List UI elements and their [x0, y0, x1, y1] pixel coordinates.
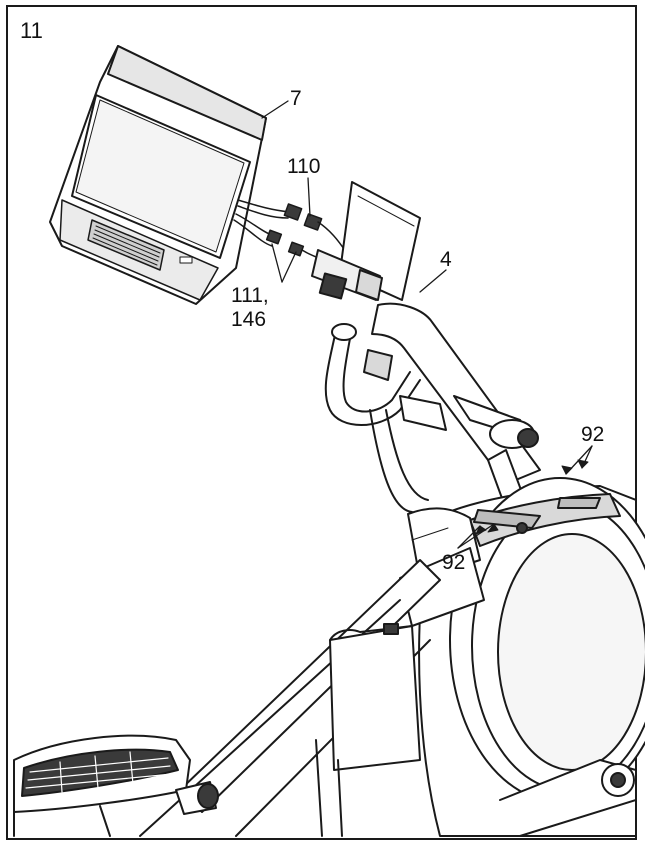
callout-wire-111: 111, [231, 284, 269, 307]
upright-and-handlebar [324, 302, 541, 513]
callout-wire-146: 146 [231, 308, 267, 331]
console-wires [233, 199, 347, 267]
arrow-92-c [475, 525, 487, 535]
pedal [13, 734, 219, 837]
flywheel-shroud [399, 477, 645, 837]
frame-rails [139, 559, 637, 837]
leader-146 [271, 243, 283, 283]
leader-111 [281, 251, 297, 283]
step-number: 11 [20, 18, 43, 43]
arrow-92-d [487, 523, 499, 533]
callout-screw-92-top: 92 [581, 423, 605, 446]
callout-console: 7 [290, 87, 302, 110]
leader-lines [261, 100, 593, 549]
leader-92-c [457, 525, 481, 549]
leader-7 [261, 100, 289, 119]
arrow-92-b [577, 459, 589, 469]
console-unit [49, 45, 267, 305]
leader-110 [307, 177, 311, 217]
console-bracket [311, 181, 421, 301]
console-grille [92, 225, 161, 266]
leader-4 [419, 269, 447, 293]
callout-upright: 4 [440, 248, 452, 271]
arrow-92-a [561, 465, 573, 475]
callout-wire-110: 110 [287, 155, 321, 178]
callout-screw-92-bottom: 92 [442, 551, 466, 574]
leader-92-d [457, 523, 495, 549]
pedal-tread [25, 751, 173, 793]
